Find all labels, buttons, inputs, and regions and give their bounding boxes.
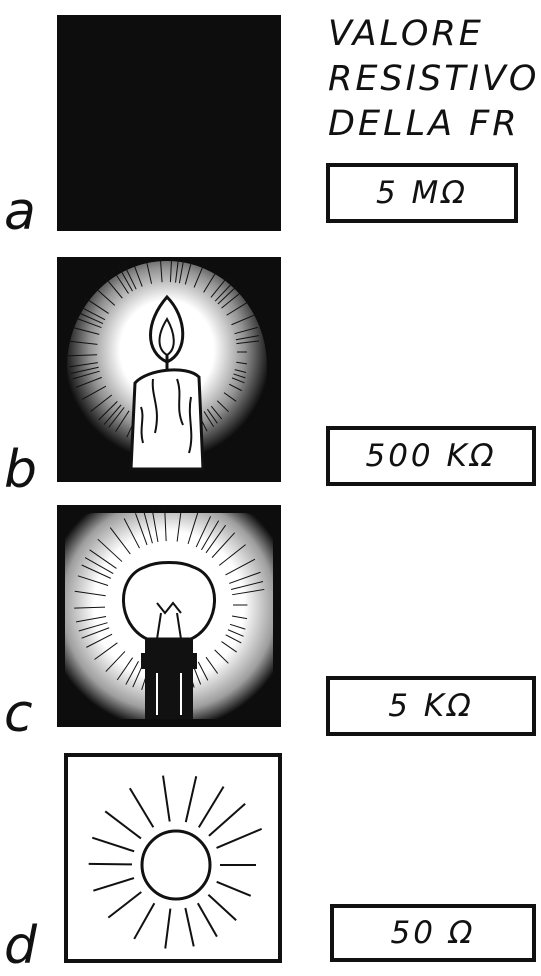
row-letter-b: b xyxy=(4,444,37,496)
value-box-b: 500 KΩ xyxy=(326,426,536,486)
value-box-c: 5 KΩ xyxy=(326,676,536,736)
value-box-d: 50 Ω xyxy=(330,904,536,962)
heading-line-2: RESISTIVO xyxy=(328,57,539,102)
heading-line-1: VALORE xyxy=(328,12,539,57)
light-bulb-panel xyxy=(57,505,281,727)
value-box-a: 5 MΩ xyxy=(326,163,518,223)
heading-line-3: DELLA FR xyxy=(328,102,539,147)
candle-icon xyxy=(57,257,281,482)
sun-icon xyxy=(68,757,278,959)
row-letter-d: d xyxy=(4,920,37,972)
resistance-value-heading: VALORE RESISTIVO DELLA FR xyxy=(328,12,539,147)
row-letter-a: a xyxy=(4,186,36,238)
darkness-panel xyxy=(57,15,281,231)
row-letter-c: c xyxy=(4,688,33,740)
sun-panel xyxy=(64,753,282,963)
light-bulb-icon xyxy=(57,505,281,727)
candle-panel xyxy=(57,257,281,482)
